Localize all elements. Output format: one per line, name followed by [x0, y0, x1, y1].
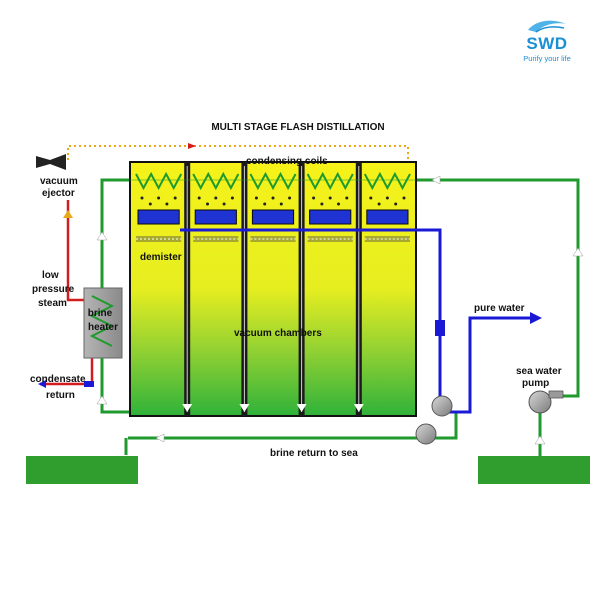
brine-heater-label-1: brine: [88, 308, 113, 319]
brine-transfer-arrow-icon: [353, 404, 364, 412]
vacuum-line: [67, 145, 409, 162]
condensate-droplet: [288, 196, 292, 200]
condensate-droplet: [214, 196, 218, 200]
vacuum-flow-arrow-icon: [188, 143, 196, 149]
demister-label: demister: [140, 252, 182, 263]
brine-pump-icon: [415, 423, 437, 445]
vacuum-chambers: [129, 161, 417, 417]
pure-water-valve: [435, 320, 445, 336]
condensate-droplet: [337, 202, 340, 206]
condensate-droplet: [173, 196, 177, 200]
steam-label-2: pressure: [32, 284, 75, 295]
condensate-droplet: [279, 202, 283, 206]
flow-arrow-icon: [96, 231, 108, 241]
condensing-coil: [249, 171, 297, 191]
condensate-droplet: [345, 196, 349, 200]
vacuum-ejector-label-2: ejector: [42, 188, 75, 199]
condensate-arrow-icon: [38, 380, 46, 388]
condensate-droplet: [369, 196, 373, 200]
brine-transfer-arrow-icon: [182, 404, 193, 412]
collector-tray: [366, 209, 409, 225]
condensate-droplet: [222, 202, 226, 206]
flow-arrow-icon: [534, 435, 546, 445]
flow-arrow-icon: [572, 247, 584, 257]
sea-water-pump-icon: [528, 390, 564, 414]
heater-coil: [89, 295, 115, 347]
condensate-droplet: [271, 196, 275, 200]
condensate-valve: [84, 381, 94, 387]
collector-tray: [251, 209, 295, 225]
condensate-droplet: [230, 196, 234, 200]
condensate-droplet: [263, 202, 267, 206]
collector-tray: [137, 209, 180, 225]
condensate-droplet: [165, 202, 169, 206]
flow-arrow-icon: [96, 395, 108, 405]
condensate-droplet: [385, 196, 389, 200]
brine-transfer-arrow-icon: [296, 404, 307, 412]
steam-flow-arrow-icon: [63, 210, 73, 218]
sea-water-pump-label-2: pump: [522, 378, 549, 389]
sea-water-pump-label-1: sea water: [516, 366, 562, 377]
condensate-droplet: [328, 196, 332, 200]
logo-name: SWD: [526, 34, 568, 53]
vacuum-ejector-icon: [36, 154, 66, 170]
logo-tagline: Purify your life: [523, 54, 571, 63]
vacuum-ejector-label-1: vacuum: [40, 176, 78, 187]
pure-water-pipe: [180, 228, 530, 414]
brine-return-label: brine return to sea: [270, 448, 358, 459]
condensate-droplet: [157, 196, 161, 200]
brine-heater-label-2: heater: [88, 322, 118, 333]
diagram-title: MULTI STAGE FLASH DISTILLATION: [211, 122, 384, 133]
demister-mesh: [250, 236, 296, 242]
condensing-coil: [135, 171, 183, 191]
condensing-coil: [192, 171, 240, 191]
condensate-label-2: return: [46, 390, 75, 401]
flow-arrow-icon: [431, 175, 441, 185]
chamber-frame: [129, 161, 417, 417]
collector-tray: [194, 209, 237, 225]
condensing-coil: [306, 171, 354, 191]
condensate-droplet: [320, 202, 324, 206]
pure-water-pump-icon: [431, 395, 453, 417]
condensing-coil: [363, 171, 411, 191]
pure-water-label: pure water: [474, 303, 525, 314]
condensate-droplet: [148, 202, 152, 206]
sea-outlet-ground: [26, 456, 138, 484]
pipe-flow-arrows: [96, 175, 584, 445]
condensate-droplet: [402, 196, 406, 200]
flow-arrow-icon: [155, 433, 165, 443]
condensate-droplet: [377, 202, 381, 206]
pure-water-arrow-icon: [530, 312, 542, 324]
demister-mesh: [307, 236, 353, 242]
demister-mesh: [364, 236, 410, 242]
demister-mesh: [193, 236, 239, 242]
steam-label-1: low: [42, 270, 59, 281]
condensate-droplet: [197, 196, 201, 200]
demister-mesh: [136, 236, 182, 242]
swd-logo: SWD Purify your life: [512, 16, 582, 68]
seawater-pipe: [100, 178, 580, 456]
condensate-droplet: [254, 196, 258, 200]
condensate-droplet: [312, 196, 316, 200]
condensate-label-1: condensate: [30, 374, 86, 385]
condensate-droplet: [140, 196, 144, 200]
condensing-coils-label: condensing coils: [246, 156, 328, 167]
water-drop-icon: [528, 20, 566, 33]
vacuum-chambers-label: vacuum chambers: [234, 328, 322, 339]
steam-label-3: steam: [38, 298, 67, 309]
brine-transfer-arrow-icon: [239, 404, 250, 412]
condensate-droplet: [394, 202, 398, 206]
collector-tray: [309, 209, 352, 225]
condensate-droplet: [206, 202, 209, 206]
sea-intake-ground: [478, 456, 590, 484]
